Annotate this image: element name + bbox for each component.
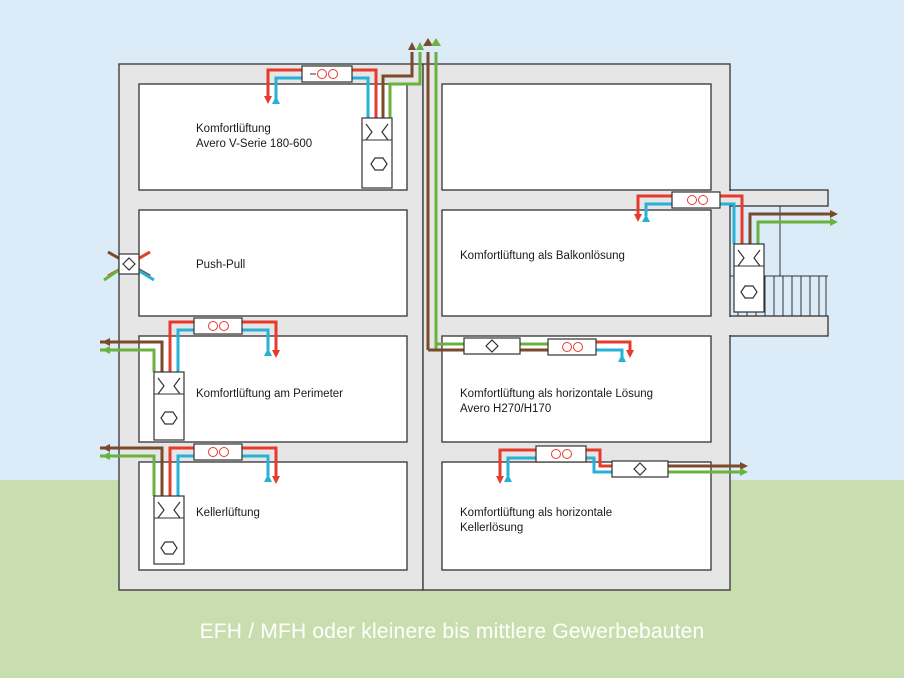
unit-perimeter [153,371,185,441]
room-top-right [441,83,712,191]
label-horizontal: Komfortlüftung als horizontale Lösung Av… [460,387,653,417]
balcony-slab-bottom [729,315,829,337]
label-balkon: Komfortlüftung als Balkonlösung [460,250,625,262]
label-horizontal-line1: Komfortlüftung als horizontale Lösung [460,388,654,400]
label-top-left-line1: Komfortlüftung [196,123,271,135]
room-horizontal-keller [441,461,712,571]
label-top-left: Komfortlüftung Avero V-Serie 180-600 [196,122,312,152]
label-push-pull: Push-Pull [196,259,246,271]
label-top-left-line2: Avero V-Serie 180-600 [196,138,313,150]
label-horizontal-line2: Avero H270/H170 [460,403,552,415]
label-keller: Kellerlüftung [196,507,260,519]
unit-top-left [361,117,393,189]
balcony-slab-top [729,189,829,207]
label-perimeter: Komfortlüftung am Perimeter [196,388,344,400]
push-pull-unit [103,250,155,282]
room-push-pull [138,209,408,317]
label-horizontal-keller-line1: Komfortlüftung als horizontale [460,507,613,519]
unit-balkon [733,243,765,313]
label-horizontal-keller-line2: Kellerlösung [460,522,524,534]
caption: EFH / MFH oder kleinere bis mittlere Gew… [199,620,705,643]
label-horizontal-keller: Komfortlüftung als horizontale Kellerlös… [460,506,612,536]
room-balkon [441,209,712,317]
